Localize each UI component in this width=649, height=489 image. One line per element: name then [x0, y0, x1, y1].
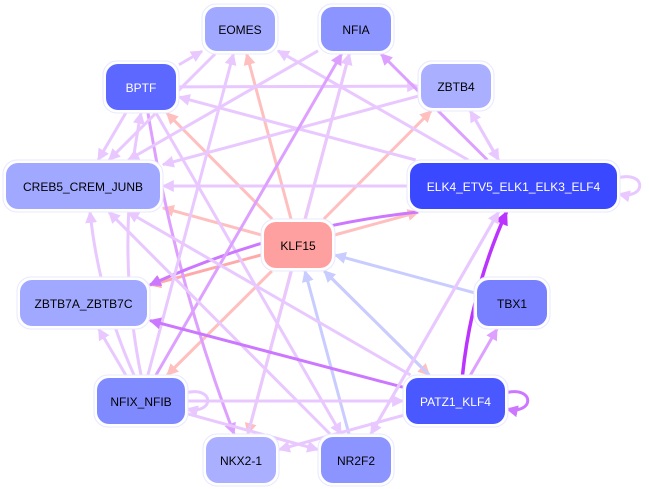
edge-nfix_nfib-to-zbtb7a_zbtb7c — [97, 327, 128, 376]
node-label: KLF15 — [280, 239, 316, 253]
edge-patz1_klf4-to-zbtb7a_zbtb7c — [148, 317, 404, 389]
node-zbtb4[interactable]: ZBTB4 — [417, 60, 495, 112]
edge-bptf-to-eomes — [178, 49, 204, 67]
edge-tbx1-to-klf15 — [333, 252, 475, 295]
edge-nr2f2-to-creb5_crem_junb — [107, 210, 332, 436]
node-label: PATZ1_KLF4 — [420, 395, 491, 409]
node-label: ZBTB4 — [437, 80, 475, 94]
node-label: NKX2-1 — [220, 454, 262, 468]
node-nr2f2[interactable]: NR2F2 — [317, 433, 395, 487]
edge-klf15-to-creb5_crem_junb — [161, 205, 262, 237]
edge-nfix_nfib-to-eomes — [146, 52, 237, 376]
edge-klf15-to-bptf — [165, 111, 274, 221]
edge-bptf-to-zbtb4 — [178, 80, 420, 93]
edge-bptf-to-creb5_crem_junb — [96, 112, 128, 162]
node-eomes[interactable]: EOMES — [201, 3, 279, 55]
node-nfia[interactable]: NFIA — [317, 3, 395, 55]
node-shape — [106, 64, 176, 110]
edge-patz1_klf4-to-patz1_klf4 — [504, 390, 530, 418]
node-label: CREB5_CREM_JUNB — [23, 180, 143, 194]
edge-patz1_klf4-to-creb5_crem_junb — [127, 210, 412, 377]
edge-elk4_etv5_elk1_elk3_elf4-to-elk4_etv5_elk1_elk3_elf4 — [616, 175, 642, 203]
edge-zbtb4-to-creb5_crem_junb — [161, 94, 419, 168]
node-label: NFIX_NFIB — [110, 395, 171, 409]
node-shape — [477, 280, 547, 326]
edge-nfia-to-creb5_crem_junb — [127, 49, 319, 162]
node-label: BPTF — [126, 81, 157, 95]
edge-klf15-to-zbtb7a_zbtb7c — [148, 253, 262, 288]
edge-nfix_nfib-to-nfix_nfib — [184, 390, 210, 418]
node-shape — [410, 163, 617, 209]
node-shape — [264, 222, 332, 268]
edge-patz1_klf4-to-nkx2-1 — [277, 413, 404, 453]
edge-bptf-to-nr2f2 — [154, 112, 343, 436]
node-bptf[interactable]: BPTF — [102, 60, 180, 114]
node-shape — [321, 437, 391, 483]
node-zbtb7a_zbtb7c[interactable]: ZBTB7A_ZBTB7C — [16, 276, 151, 330]
node-nfix_nfib[interactable]: NFIX_NFIB — [93, 374, 189, 428]
node-nkx2-1[interactable]: NKX2-1 — [202, 433, 280, 487]
node-shape — [406, 378, 505, 424]
node-label: ZBTB7A_ZBTB7C — [34, 297, 132, 311]
node-creb5_crem_junb[interactable]: CREB5_CREM_JUNB — [2, 159, 164, 213]
node-elk4_etv5_elk1_elk3_elf4[interactable]: ELK4_ETV5_ELK1_ELK3_ELF4 — [406, 159, 621, 213]
edge-bptf-to-nkx2-1 — [146, 112, 236, 436]
edge-nr2f2-to-klf15 — [302, 269, 351, 435]
node-shape — [321, 7, 391, 51]
node-shape — [97, 378, 185, 424]
edge-elk4_etv5_elk1_elk3_elf4-to-nr2f2 — [369, 211, 500, 436]
node-patz1_klf4[interactable]: PATZ1_KLF4 — [402, 374, 509, 428]
edge-patz1_klf4-to-tbx1 — [469, 327, 499, 376]
edge-nfix_nfib-to-bptf — [126, 111, 145, 376]
node-label: ELK4_ETV5_ELK1_ELK3_ELF4 — [427, 180, 601, 194]
node-shape — [206, 437, 276, 483]
node-label: NFIA — [342, 23, 369, 37]
edge-patz1_klf4-to-klf15 — [323, 269, 431, 377]
edge-elk4_etv5_elk1_elk3_elf4-to-eomes — [276, 49, 469, 162]
node-klf15[interactable]: KLF15 — [260, 218, 336, 272]
edge-nfix_nfib-to-nfia — [154, 52, 343, 376]
edge-zbtb4-to-elk4_etv5_elk1_elk3_elf4 — [469, 110, 500, 162]
node-shape — [205, 7, 275, 51]
node-shape — [20, 280, 147, 326]
node-shape — [421, 64, 491, 108]
node-tbx1[interactable]: TBX1 — [473, 276, 551, 330]
node-shape — [6, 163, 160, 209]
node-label: TBX1 — [497, 297, 527, 311]
node-label: EOMES — [218, 23, 261, 37]
node-label: NR2F2 — [337, 454, 375, 468]
edge-klf15-to-elk4_etv5_elk1_elk3_elf4 — [334, 209, 420, 237]
